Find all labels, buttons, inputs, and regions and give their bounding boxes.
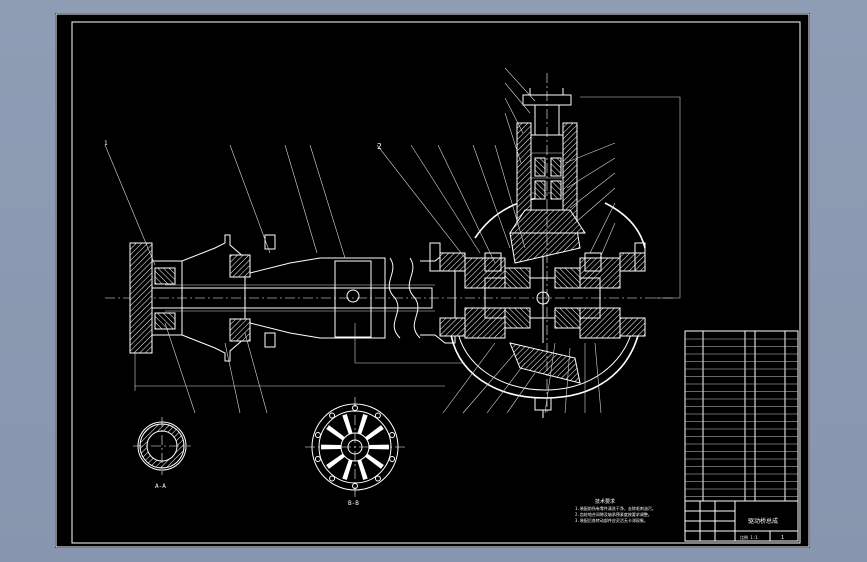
pinion-housing: [509, 73, 586, 413]
bolt-hole: [374, 475, 381, 482]
flange-spoke: [326, 425, 345, 441]
note-1: 1.装配前所有零件清洗干净，去除毛刺油污。: [575, 505, 656, 511]
note-2: 2.齿轮啮合间隙及轴承预紧度按要求调整。: [575, 511, 652, 517]
callout-main: 2: [377, 142, 382, 151]
section-label-2: B-B: [348, 500, 359, 507]
drawing-sheet: 2 1 A-A B-B: [55, 13, 810, 548]
bolt-hole: [314, 456, 321, 463]
inner-border: [71, 21, 801, 544]
sheet-number: 1: [781, 535, 784, 541]
bolt-hole: [352, 405, 358, 411]
leader-lines: [104, 67, 681, 414]
section-label-1: A-A: [155, 483, 166, 490]
flange-spoke: [342, 459, 353, 480]
bolt-hole: [389, 456, 396, 463]
outer-border: [55, 13, 810, 548]
note-3: 3.装配后各转动部件应灵活无卡滞现象。: [575, 517, 648, 523]
callout-side: 1: [104, 140, 108, 147]
title-block-scale: 比例 1:1: [740, 534, 758, 540]
parts-list-table: [684, 330, 799, 502]
left-axle-housing: [105, 234, 675, 362]
flange-spoke: [357, 414, 368, 435]
assembly-drawing: 2 1 A-A B-B: [55, 13, 810, 548]
bolt-hole: [389, 431, 396, 438]
flange-spoke: [326, 453, 345, 469]
flange-spoke: [365, 425, 384, 441]
flange-spoke: [321, 444, 342, 450]
flange-spoke: [342, 414, 353, 435]
bolt-hole: [329, 475, 336, 482]
bolt-hole: [314, 431, 321, 438]
flange-end-view: B-B: [305, 397, 405, 507]
flange-spoke: [368, 444, 389, 450]
technical-notes: 技术要求 1.装配前所有零件清洗干净，去除毛刺油污。 2.齿轮啮合间隙及轴承预紧…: [575, 498, 656, 523]
sheet-title: 驱动桥总成: [748, 517, 778, 525]
flange-spoke: [365, 453, 384, 469]
section-view-ring: A-A: [133, 417, 191, 490]
title-block: 驱动桥总成 比例 1:1 1: [684, 500, 799, 542]
flange-spoke: [357, 459, 368, 480]
notes-title: 技术要求: [595, 498, 615, 505]
bolt-hole: [374, 412, 381, 419]
bolt-hole: [329, 412, 336, 419]
bolt-hole: [352, 483, 358, 489]
